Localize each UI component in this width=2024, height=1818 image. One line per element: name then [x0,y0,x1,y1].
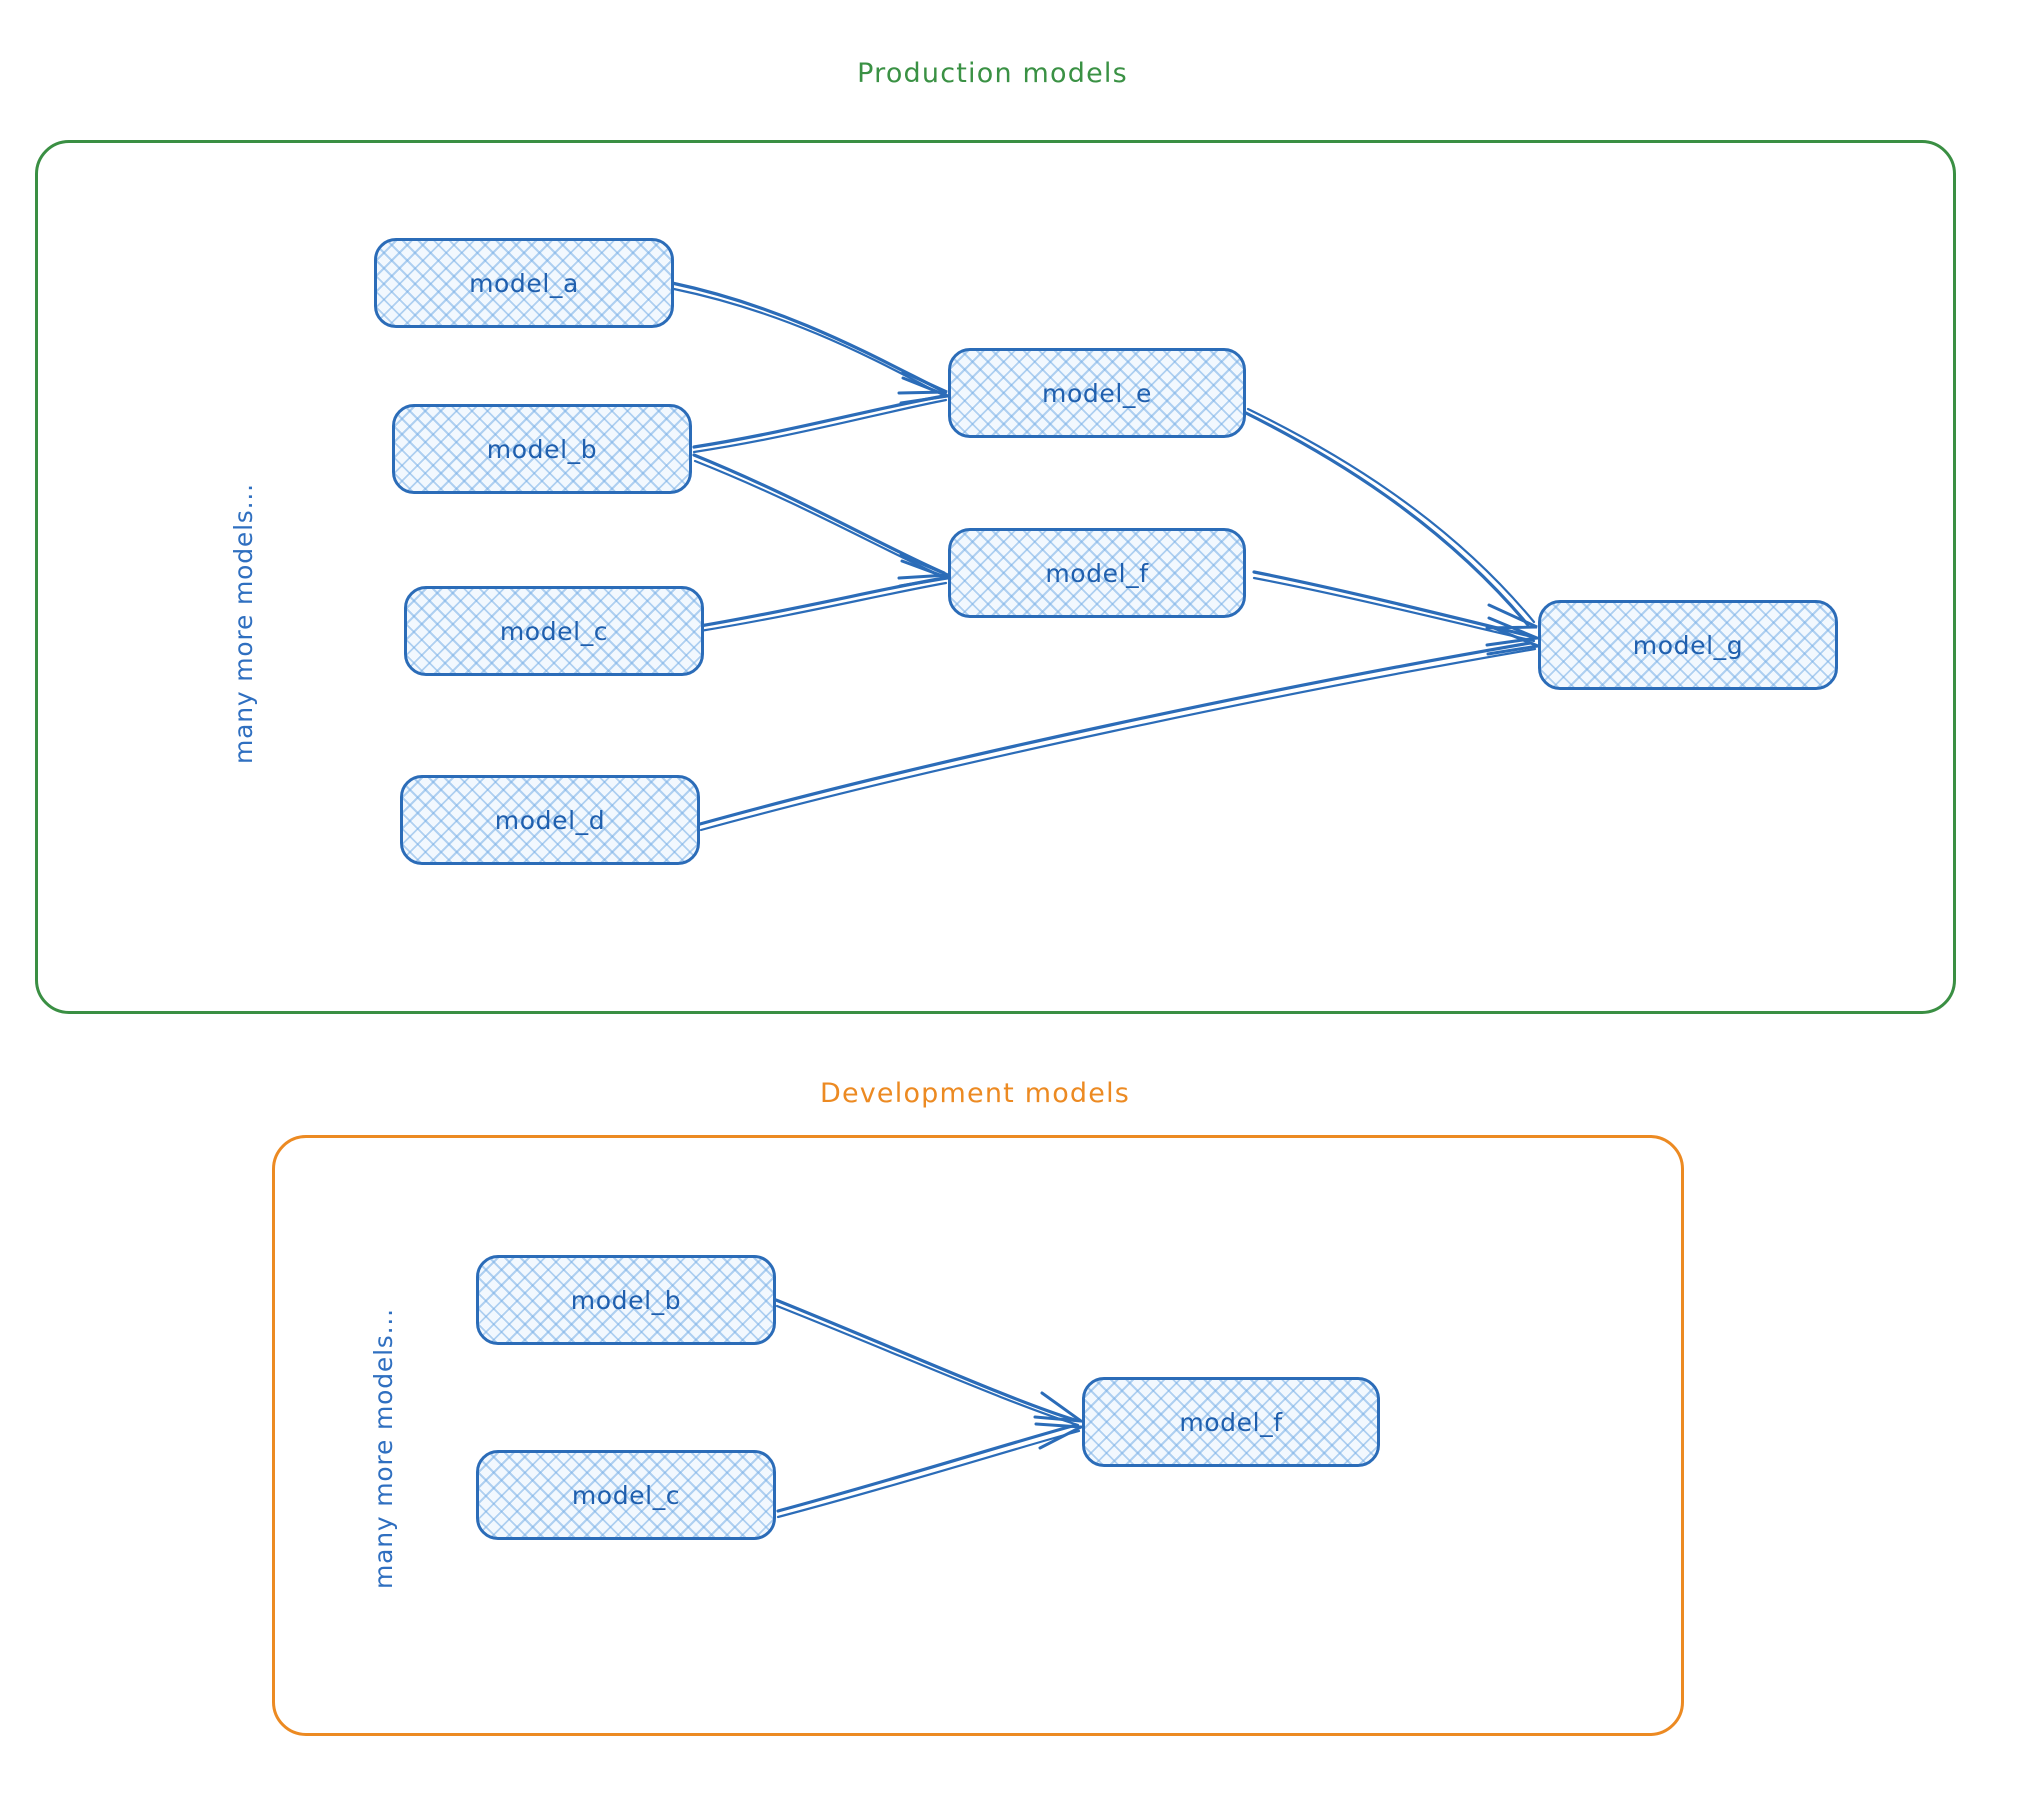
production-side-label: many more models... [229,483,258,764]
node-dev-model-b[interactable]: model_b [476,1255,776,1345]
node-label: model_b [570,1285,682,1315]
node-model-c[interactable]: model_c [404,586,704,676]
node-label: model_b [486,434,598,464]
production-group-container [35,140,1956,1014]
node-label: model_g [1632,630,1744,660]
node-model-b[interactable]: model_b [392,404,692,494]
node-model-d[interactable]: model_d [400,775,700,865]
development-side-label: many more models... [369,1308,398,1589]
node-label: model_f [1179,1407,1283,1437]
node-model-e[interactable]: model_e [948,348,1246,438]
production-group-title: Production models [857,58,1128,89]
node-model-f[interactable]: model_f [948,528,1246,618]
node-dev-model-f[interactable]: model_f [1082,1377,1380,1467]
development-group-title: Development models [819,1078,1131,1109]
node-label: model_f [1045,558,1149,588]
node-label: model_c [571,1480,681,1510]
node-label: model_c [499,616,609,646]
node-model-g[interactable]: model_g [1538,600,1838,690]
node-label: model_a [469,268,579,298]
node-model-a[interactable]: model_a [374,238,674,328]
node-label: model_d [494,805,606,835]
node-label: model_e [1042,378,1152,408]
development-group-container [272,1135,1684,1736]
node-dev-model-c[interactable]: model_c [476,1450,776,1540]
